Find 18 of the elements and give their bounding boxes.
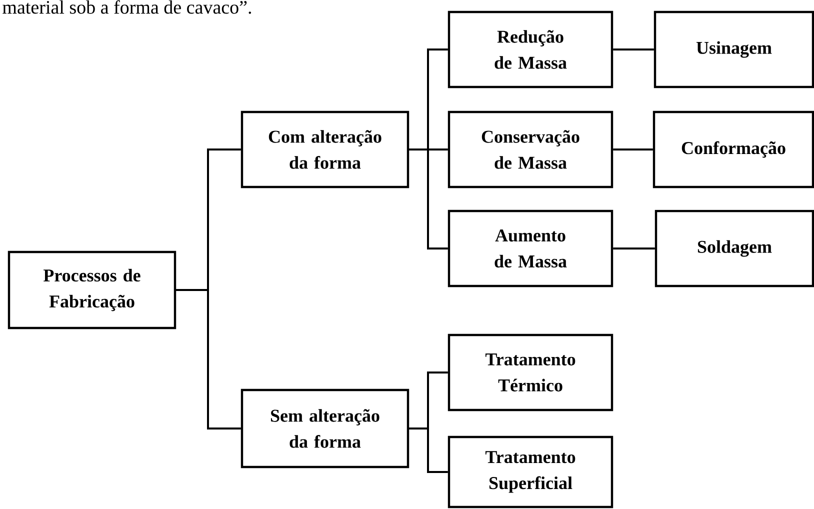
connector-line — [613, 248, 655, 250]
process-box: Tratamento Térmico — [448, 334, 614, 412]
process-box: Usinagem — [654, 10, 814, 88]
process-box: Conservação de Massa — [448, 110, 614, 188]
connector-line — [613, 148, 653, 150]
process-box: Sem alteração da forma — [240, 388, 410, 468]
process-box: Soldagem — [654, 210, 814, 288]
process-box: Redução de Massa — [448, 10, 614, 88]
process-box: Processos de Fabricação — [8, 250, 176, 330]
connector-line — [613, 48, 654, 50]
process-box: Tratamento Superficial — [448, 436, 614, 508]
connector-line — [409, 148, 448, 250]
process-box: Aumento de Massa — [448, 210, 614, 288]
caption-text: material sob a forma de cavaco”. — [2, 0, 252, 14]
process-box: Conformação — [652, 110, 814, 188]
connector-line — [176, 289, 241, 430]
connector-line — [409, 428, 448, 473]
process-box: Com alteração da forma — [240, 110, 410, 188]
